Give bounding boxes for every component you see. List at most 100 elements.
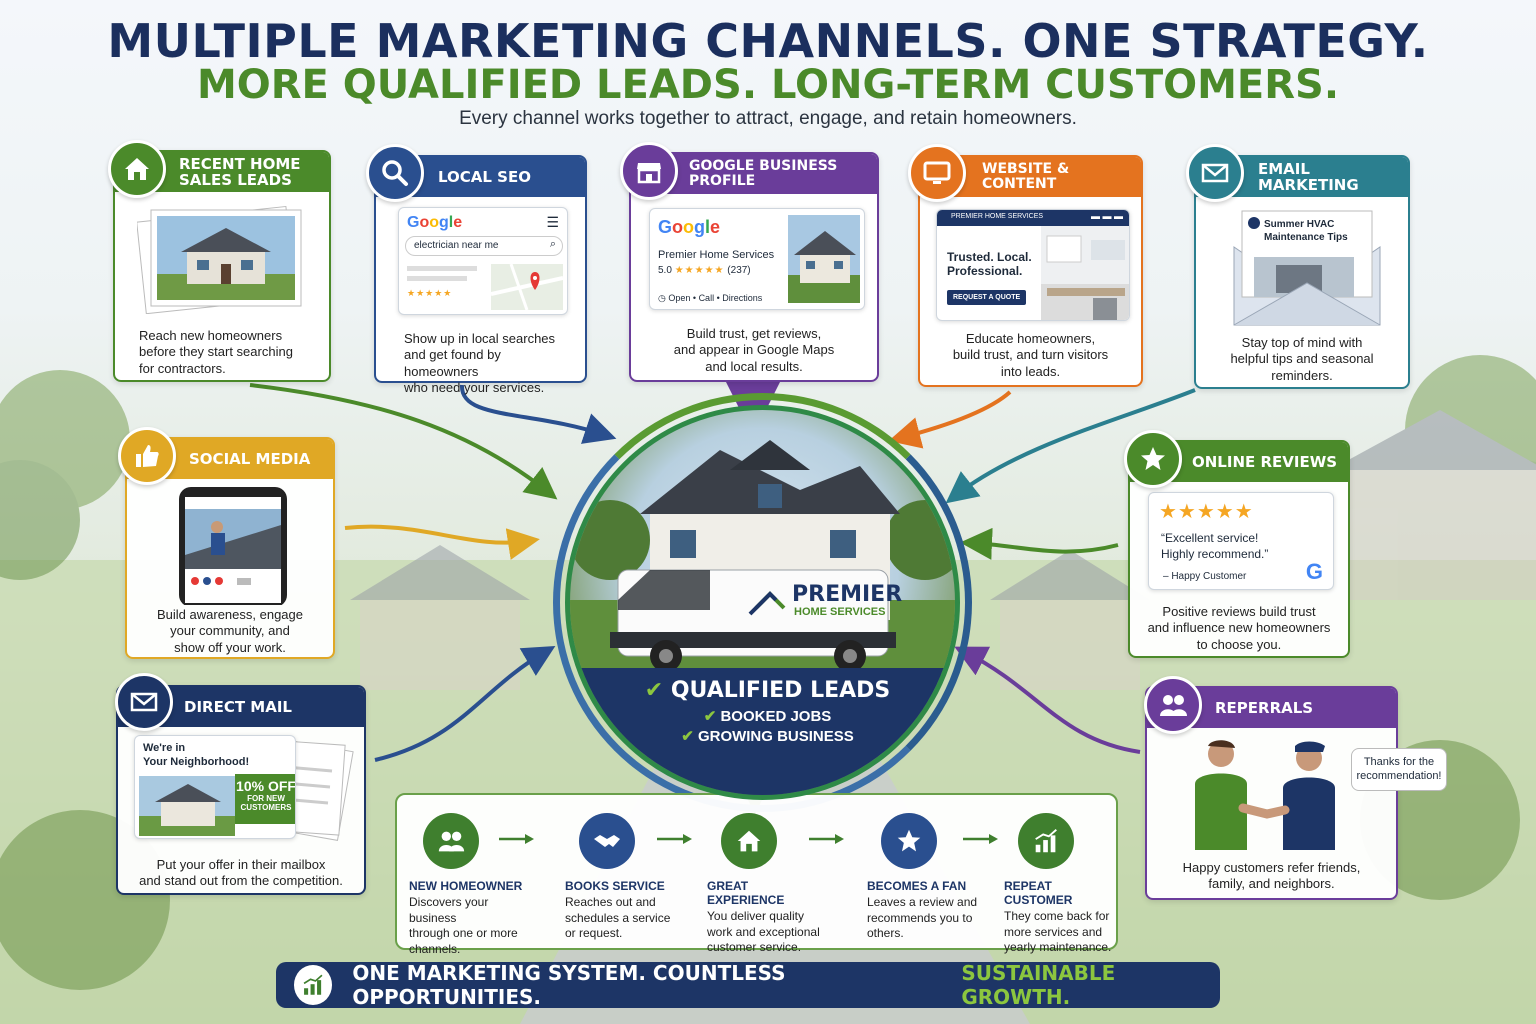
action-open[interactable]: Open	[668, 293, 691, 303]
hub-brand-sub: HOME SERVICES	[794, 606, 886, 618]
map-thumbnail	[491, 264, 563, 310]
footer-text: ONE MARKETING SYSTEM. COUNTLESS OPPORTUN…	[352, 961, 786, 1009]
journey-step: BOOKS SERVICE Reaches out and schedules …	[565, 813, 685, 942]
site-brand: PREMIER HOME SERVICES	[951, 213, 1044, 220]
main-title: MULTIPLE MARKETING CHANNELS. ONE STRATEG…	[107, 14, 1429, 68]
customer-journey: NEW HOMEOWNER Discovers your business th…	[395, 793, 1118, 956]
website-mockup: PREMIER HOME SERVICES ▬ ▬ ▬ Trusted. Loc…	[936, 209, 1130, 321]
email-logo-icon	[1248, 217, 1260, 229]
rating-stars: ★★★★★	[674, 265, 725, 276]
phone-mockup	[179, 487, 287, 605]
site-headline: Trusted. Local. Professional.	[947, 250, 1032, 279]
postcard-house-photo	[139, 776, 235, 836]
search-icon	[366, 144, 424, 202]
card-google-business-profile: GOOGLE BUSINESS PROFILE Google Premier H…	[629, 152, 879, 382]
card-title: EMAIL MARKETING	[1258, 159, 1359, 194]
card-title: WEBSITE & CONTENT	[982, 160, 1070, 192]
arrow-right-icon	[499, 834, 534, 844]
storefront-icon	[620, 142, 678, 200]
star-icon	[881, 813, 937, 869]
growth-chart-icon	[1018, 813, 1074, 869]
site-nav-bar: PREMIER HOME SERVICES ▬ ▬ ▬	[937, 210, 1129, 226]
journey-step: BECOMES A FAN Leaves a review and recomm…	[867, 813, 987, 942]
card-description: Show up in local searches and get found …	[404, 331, 556, 395]
card-title: GOOGLE BUSINESS PROFILE	[689, 157, 838, 189]
center-hub: PREMIER HOME SERVICES ✔ QUALIFIED LEADS …	[565, 405, 960, 800]
review-quote: “Excellent service! Highly recommend.”	[1161, 531, 1269, 561]
card-local-seo: LOCAL SEO Google ☰ electrician near me ⌕…	[374, 155, 587, 395]
handshake-icon	[579, 813, 635, 869]
card-title: LOCAL SEO	[438, 167, 531, 186]
card-description: Stay top of mind with helpful tips and s…	[1230, 335, 1374, 383]
menu-icon[interactable]: ☰	[546, 214, 559, 230]
check-icon: ✔	[644, 678, 664, 703]
card-description: Build awareness, engage your community, …	[157, 607, 303, 655]
tagline: Every channel works together to attract,…	[459, 108, 1077, 129]
search-input[interactable]: electrician near me ⌕	[405, 236, 563, 256]
house-icon	[108, 140, 166, 198]
card-title: DIRECT MAIL	[184, 697, 292, 716]
review-stars: ★★★★★	[1159, 501, 1254, 523]
card-referrals: REPERRALS Thanks for the recommendation!…	[1145, 686, 1447, 900]
star-icon	[1124, 430, 1182, 488]
email-subject: Summer HVAC Maintenance Tips	[1264, 219, 1348, 243]
card-title: SOCIAL MEDIA	[189, 449, 311, 468]
result-qualified-leads: ✔ QUALIFIED LEADS	[644, 678, 891, 703]
main-subtitle: MORE QUALIFIED LEADS. LONG-TERM CUSTOMER…	[196, 62, 1340, 108]
clock-icon: ◷	[658, 293, 666, 303]
hub-house-and-van	[570, 440, 955, 680]
magnifier-icon: ⌕	[549, 238, 556, 250]
house-photo-stack	[137, 205, 302, 314]
action-directions[interactable]: Directions	[722, 293, 763, 303]
postcard-headline: We're in Your Neighborhood!	[143, 742, 250, 768]
postcard-mockup: We're in Your Neighborhood! 10% OFF FOR …	[134, 735, 296, 839]
people-icon	[1144, 676, 1202, 734]
search-query: electrician near me	[414, 240, 499, 251]
card-website-content: WEBSITE & CONTENT PREMIER HOME SERVICES …	[918, 155, 1143, 387]
action-call[interactable]: Call	[698, 293, 715, 303]
card-description: Educate homeowners, build trust, and tur…	[952, 331, 1109, 379]
footer-banner: ONE MARKETING SYSTEM. COUNTLESS OPPORTUN…	[276, 961, 1220, 1009]
business-name: Premier Home Services	[658, 249, 775, 261]
results-band: ✔ QUALIFIED LEADS ✔ BOOKED JOBS ✔ GROWIN…	[570, 668, 955, 795]
business-rating: 5.0 ★★★★★ (237)	[658, 265, 751, 276]
check-icon: ✔	[681, 728, 694, 745]
card-title-line1: RECENT HOME	[179, 154, 301, 173]
journey-step: NEW HOMEOWNER Discovers your business th…	[409, 813, 529, 957]
site-menu-icon[interactable]: ▬ ▬ ▬	[1090, 211, 1123, 221]
card-description: Positive reviews build trust and influen…	[1147, 604, 1331, 652]
result-line	[407, 266, 477, 271]
result-growing-business: ✔ GROWING BUSINESS	[681, 728, 854, 745]
result-booked-jobs: ✔ BOOKED JOBS	[703, 708, 832, 725]
mail-icon	[115, 673, 173, 731]
google-logo: Google	[658, 217, 721, 237]
offer-badge: 10% OFF FOR NEW CUSTOMERS	[235, 774, 295, 824]
google-logo: Google	[407, 214, 463, 231]
business-house-photo	[788, 215, 860, 303]
card-title: ONLINE REVIEWS	[1192, 452, 1338, 471]
speech-bubble: Thanks for the recommendation!	[1351, 748, 1447, 791]
footer-accent-text: SUSTAINABLE GROWTH.	[961, 961, 1116, 1009]
growth-chart-icon	[294, 965, 333, 1005]
card-description: Happy customers refer friends, family, a…	[1182, 860, 1361, 892]
review-author: – Happy Customer	[1163, 571, 1247, 582]
card-title: REPERRALS	[1215, 698, 1314, 717]
people-icon	[423, 813, 479, 869]
result-rating-stars: ★★★★★	[407, 288, 453, 298]
check-icon: ✔	[703, 708, 717, 725]
arrow-right-icon	[657, 834, 692, 844]
google-search-mockup: Google ☰ electrician near me ⌕ ★★★★★	[398, 207, 568, 315]
business-profile-mockup: Google Premier Home Services 5.0 ★★★★★ (…	[649, 208, 865, 310]
journey-step: GREAT EXPERIENCE You deliver quality wor…	[707, 813, 827, 956]
card-description: Put your offer in their mailbox and stan…	[139, 857, 343, 889]
request-quote-button[interactable]: REQUEST A QUOTE	[947, 290, 1027, 305]
journey-step: REPEAT CUSTOMER They come back for more …	[1004, 813, 1116, 956]
hub-brand-name: PREMIER	[792, 582, 903, 607]
monitor-icon	[908, 144, 966, 202]
house-icon	[721, 813, 777, 869]
result-line	[407, 276, 467, 281]
kitchen-photo	[1041, 226, 1129, 320]
google-g-icon: G	[1305, 559, 1323, 584]
card-direct-mail: DIRECT MAIL We're in Your Neighborhood! …	[116, 685, 366, 895]
thumbs-up-icon	[118, 427, 176, 485]
